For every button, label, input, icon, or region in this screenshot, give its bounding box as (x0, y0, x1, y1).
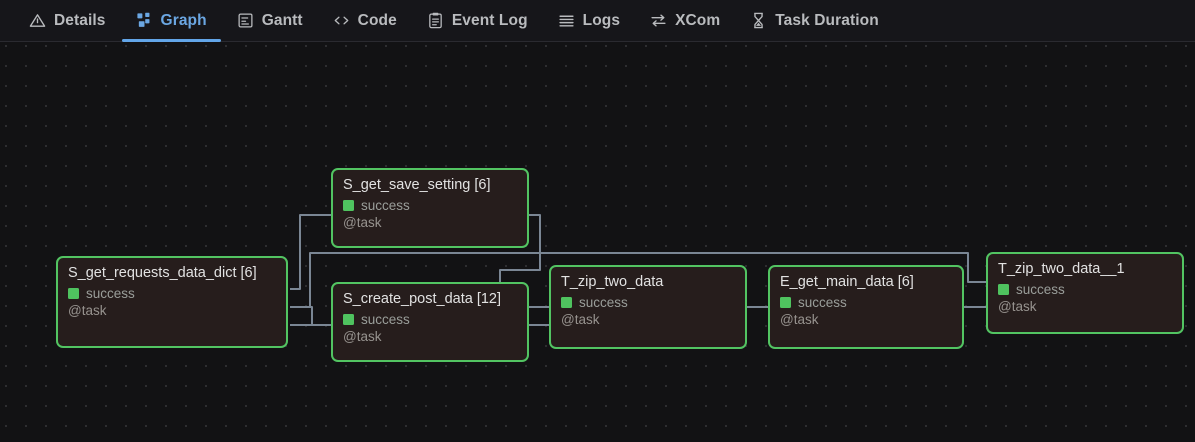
lines-list-icon (558, 12, 575, 29)
tab-graph[interactable]: Graph (121, 0, 222, 42)
graph-canvas[interactable]: S_get_save_setting [6] success @task S_g… (0, 42, 1195, 442)
node-title: E_get_main_data [6] (780, 274, 914, 290)
tab-details[interactable]: Details (14, 0, 121, 42)
tab-bar: Details Graph (0, 0, 1195, 42)
graph-node[interactable]: S_create_post_data [12] success @task (331, 282, 529, 362)
status-square-icon (68, 288, 79, 299)
tab-logs[interactable]: Logs (543, 0, 635, 42)
graph-node[interactable]: S_get_save_setting [6] success @task (331, 168, 529, 248)
status-square-icon (998, 284, 1009, 295)
node-title: S_get_requests_data_dict [6] (68, 265, 257, 281)
status-square-icon (343, 314, 354, 325)
status-square-icon (780, 297, 791, 308)
tab-label: Details (54, 11, 106, 29)
node-title: S_create_post_data [12] (343, 291, 502, 307)
status-square-icon (561, 297, 572, 308)
node-status: success (361, 198, 410, 213)
node-kind: @task (780, 312, 819, 327)
node-status: success (798, 295, 847, 310)
node-status-row: success (343, 198, 517, 213)
graph-node[interactable]: E_get_main_data [6] success @task (768, 265, 964, 349)
node-title: T_zip_two_data__1 (998, 261, 1125, 277)
hourglass-icon (750, 12, 767, 29)
node-status-row: success (998, 282, 1172, 297)
tab-xcom[interactable]: XCom (635, 0, 735, 42)
graph-edges (290, 214, 986, 326)
node-status: success (1016, 282, 1065, 297)
tab-label: Code (357, 11, 397, 29)
tab-label: Logs (582, 11, 621, 29)
node-status: success (579, 295, 628, 310)
node-status: success (86, 286, 135, 301)
graph-node[interactable]: S_get_requests_data_dict [6] success @ta… (56, 256, 288, 348)
tab-label: Graph (160, 11, 207, 29)
node-status-row: success (780, 295, 952, 310)
node-status-row: success (68, 286, 276, 301)
tab-task-duration[interactable]: Task Duration (735, 0, 894, 42)
graph-node[interactable]: T_zip_two_data success @task (549, 265, 747, 349)
node-status-row: success (561, 295, 735, 310)
node-status-row: success (343, 312, 517, 327)
tab-code[interactable]: Code (318, 0, 412, 42)
tab-event-log[interactable]: Event Log (412, 0, 543, 42)
node-title: S_get_save_setting [6] (343, 177, 491, 193)
tab-label: Event Log (451, 11, 528, 29)
node-kind: @task (68, 303, 107, 318)
edge-requests-to-save-setting (290, 214, 331, 290)
warning-triangle-icon (29, 12, 46, 29)
edge-requests-to-create-post (290, 306, 331, 326)
graph-node[interactable]: T_zip_two_data__1 success @task (986, 252, 1184, 334)
tab-gantt[interactable]: Gantt (222, 0, 318, 42)
node-title: T_zip_two_data (561, 274, 664, 290)
tab-label: Gantt (261, 11, 303, 29)
clipboard-list-icon (427, 12, 444, 29)
tab-label: XCom (675, 11, 721, 29)
node-status: success (361, 312, 410, 327)
node-kind: @task (561, 312, 600, 327)
node-kind: @task (343, 215, 382, 230)
exchange-arrows-icon (650, 12, 667, 29)
status-square-icon (343, 200, 354, 211)
node-kind: @task (343, 329, 382, 344)
tab-label: Task Duration (775, 11, 879, 29)
gantt-chart-icon (237, 12, 254, 29)
active-tab-underline (121, 38, 221, 42)
node-kind: @task (998, 299, 1037, 314)
graph-nodes-icon (136, 12, 153, 29)
code-brackets-icon (333, 12, 350, 29)
